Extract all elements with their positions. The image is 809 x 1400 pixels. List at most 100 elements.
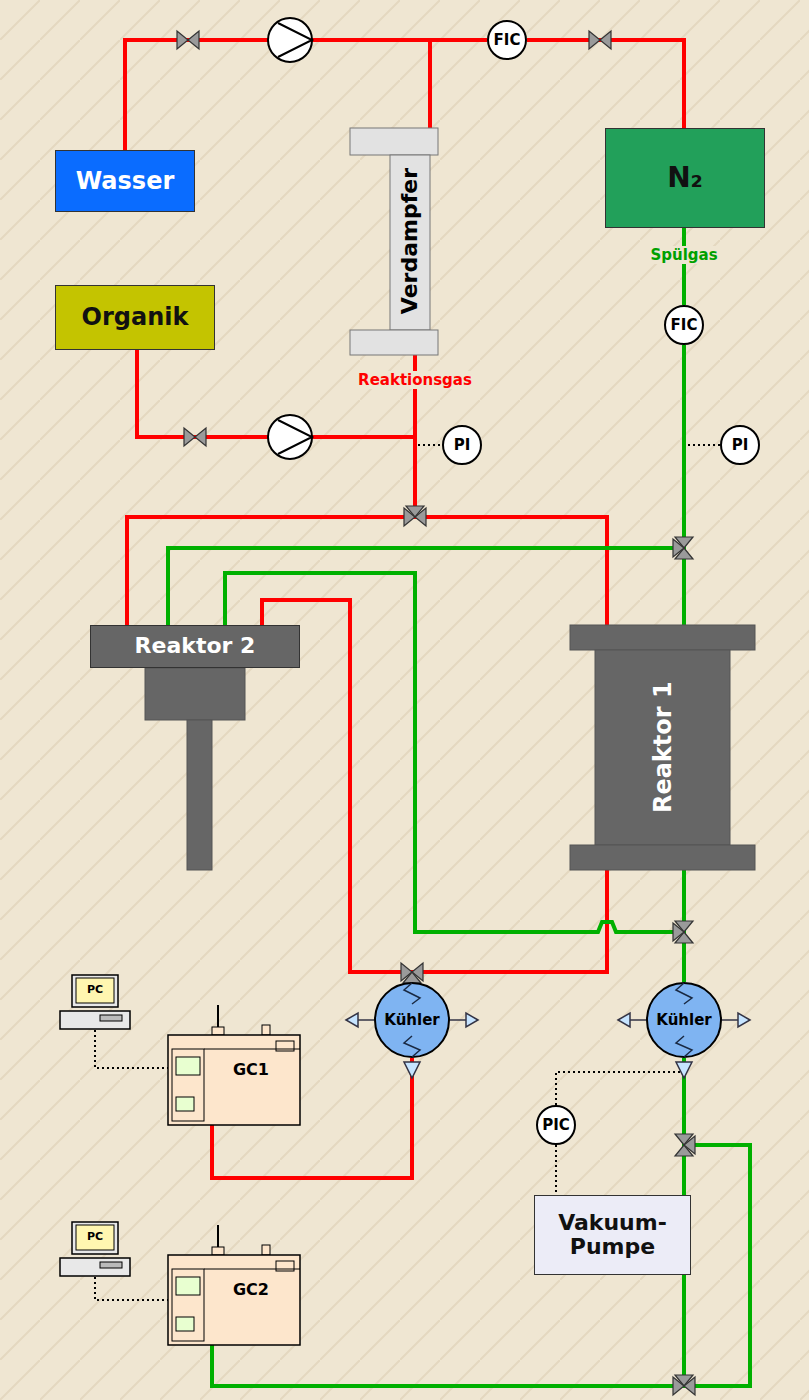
evaporator: Verdampfer (350, 128, 438, 355)
cooler: Kühler (374, 982, 450, 1058)
reactor: Reaktor 2 (90, 625, 300, 668)
node-label: Organik (82, 304, 189, 330)
signal-line (95, 1030, 168, 1068)
three-way-valve (675, 1134, 695, 1156)
node-label: Reaktor 1 (649, 682, 675, 814)
instrument-circle (443, 426, 481, 464)
node-label: Verdampfer (398, 168, 422, 314)
reactor-flange (570, 845, 755, 870)
pipe (137, 350, 607, 625)
reactor-body (595, 650, 730, 845)
gc-display (176, 1057, 200, 1075)
node-label: FIC (671, 317, 698, 334)
monitor (72, 975, 118, 1007)
computer-case (60, 1258, 130, 1276)
instrument-circle (488, 21, 526, 59)
node-label: Wasser (76, 168, 175, 194)
node-label: Vakuum- Pumpe (543, 1211, 682, 1259)
gc-housing (168, 1255, 300, 1345)
pressure-indicator: PI (442, 425, 482, 465)
drive-slot (100, 1262, 122, 1268)
gc-injector (262, 1025, 270, 1035)
valve-symbol (177, 31, 199, 49)
signal-line (95, 1277, 168, 1300)
instrument-circle (537, 1106, 575, 1144)
node-label: Reaktor 2 (135, 634, 256, 658)
reactor-stem (187, 720, 212, 870)
gc-keypad (176, 1097, 194, 1111)
evaporator-cap (350, 128, 438, 155)
gc-keypad (176, 1317, 194, 1331)
monitor (72, 1222, 118, 1254)
pipe (430, 40, 487, 128)
node-label: PI (454, 437, 471, 454)
pressure-indicator: PI (720, 425, 760, 465)
node-label: Kühler (384, 1012, 439, 1029)
three-way-valve (673, 537, 693, 559)
instrument-circle (721, 426, 759, 464)
pipe (527, 40, 684, 128)
signal-line (688, 444, 720, 446)
pipe (415, 355, 607, 625)
vacuum-pump: Vakuum- Pumpe (534, 1195, 691, 1275)
stream-label: Reaktionsgas (355, 371, 475, 389)
gas-chromatograph-shape (168, 1035, 300, 1125)
gc-injector (212, 1247, 224, 1255)
reactor-body (145, 668, 245, 720)
gas-cylinder: N₂ (605, 128, 765, 228)
node-label: PC (87, 1231, 103, 1243)
cooler-circle (647, 983, 721, 1057)
storage-tank: Wasser (55, 150, 195, 212)
instrument-circle (665, 306, 703, 344)
gc-housing (168, 1035, 300, 1125)
node-label: PI (732, 437, 749, 454)
pump-symbol (268, 415, 312, 459)
gc-edge (204, 1049, 300, 1050)
three-way-valve (673, 1375, 695, 1395)
pipe (682, 228, 686, 305)
node-label: GC2 (233, 1281, 269, 1299)
pressure-controller: PIC (536, 1105, 576, 1145)
monitor-screen (76, 978, 114, 1003)
gc-panel (172, 1049, 204, 1121)
three-way-valve (404, 506, 426, 526)
gc-display (176, 1277, 200, 1295)
node-label: N₂ (667, 163, 703, 194)
computer: PC (60, 975, 130, 1030)
gc-panel (172, 1269, 204, 1341)
signal-line (418, 444, 442, 446)
storage-tank: Organik (55, 285, 215, 350)
signal-line (555, 1145, 557, 1195)
node-label: GC1 (233, 1061, 269, 1079)
flow-controller: FIC (664, 305, 704, 345)
pipe (168, 345, 684, 625)
cooler-circle (375, 983, 449, 1057)
stream-label: Spülgas (647, 246, 720, 264)
gas-chromatograph: GC1 (168, 1035, 300, 1125)
evaporator-shape (350, 128, 438, 355)
computer: PC (60, 1222, 130, 1277)
pipe (127, 350, 415, 625)
pipe (127, 355, 415, 625)
reactor: Reaktor 1 (570, 625, 755, 870)
node-label: PC (87, 984, 103, 996)
computer-case (60, 1011, 130, 1029)
node-label: FIC (494, 32, 521, 49)
valve-symbol (184, 428, 206, 446)
cooler: Kühler (646, 982, 722, 1058)
pump-symbol (268, 18, 312, 62)
gas-chromatograph-shape (168, 1255, 300, 1345)
drive-slot (100, 1015, 122, 1021)
node-label: Kühler (656, 1012, 711, 1029)
gc-edge (204, 1269, 300, 1270)
evaporator-cap (350, 330, 438, 355)
valve-symbol (589, 31, 611, 49)
three-way-valve (401, 963, 423, 983)
flow-controller: FIC (487, 20, 527, 60)
node-label: PIC (542, 1117, 570, 1134)
signal-line (556, 1072, 680, 1105)
gas-chromatograph: GC2 (168, 1255, 300, 1345)
